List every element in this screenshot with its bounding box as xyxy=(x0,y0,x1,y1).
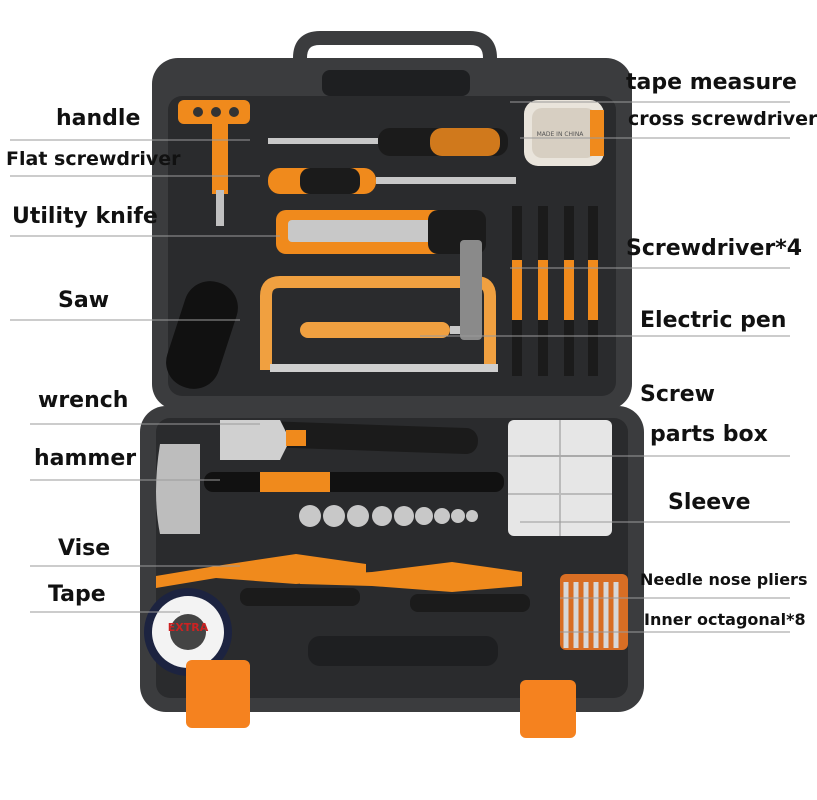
label-electric-pen: Electric pen xyxy=(640,308,787,333)
label-inner-octagonal8: Inner octagonal*8 xyxy=(644,610,806,629)
label-screw: Screw xyxy=(640,382,715,407)
label-needle-nose-pliers: Needle nose pliers xyxy=(640,570,808,589)
label-handle: handle xyxy=(56,106,141,131)
case-handle-slot-bottom xyxy=(308,636,498,666)
pliers-set xyxy=(156,554,530,612)
hacksaw-tool xyxy=(166,276,498,389)
label-wrench: wrench xyxy=(38,388,129,413)
label-parts-box: parts box xyxy=(650,422,768,447)
adjustable-wrench-tool xyxy=(220,420,478,460)
bit-holder xyxy=(460,240,482,340)
precision-screwdriver-set xyxy=(512,206,598,376)
label-cross-screwdriver: cross screwdriver xyxy=(628,108,817,130)
case-handle-slot xyxy=(322,70,470,96)
label-hammer: hammer xyxy=(34,446,137,471)
tape-brand-text: EXTRA xyxy=(168,621,209,634)
tape-measure-tool: MADE IN CHINA xyxy=(524,100,604,166)
label-tape-measure: tape measure xyxy=(626,70,797,95)
label-sleeve: Sleeve xyxy=(668,490,751,515)
label-screwdriver4: Screwdriver*4 xyxy=(626,236,803,261)
hammer-tool xyxy=(156,444,504,534)
socket-sleeve-set xyxy=(299,505,478,527)
flat-screwdriver-tool xyxy=(268,168,516,194)
case-latch-right[interactable] xyxy=(520,680,576,738)
label-saw: Saw xyxy=(58,288,110,313)
cross-screwdriver-tool xyxy=(268,128,508,156)
electrical-tape-roll: EXTRA xyxy=(144,588,232,676)
leader-lines xyxy=(10,101,790,633)
label-vise: Vise xyxy=(58,536,111,561)
tape-measure-marking: MADE IN CHINA xyxy=(537,131,585,138)
label-utility-knife: Utility knife xyxy=(12,204,158,229)
hex-key-set xyxy=(560,574,628,650)
utility-knife-tool xyxy=(276,210,486,254)
case-latch-left[interactable] xyxy=(186,660,250,728)
label-tape: Tape xyxy=(48,582,106,607)
screw-parts-box xyxy=(508,420,612,536)
t-handle-tool xyxy=(178,100,250,226)
label-flat-screwdriver: Flat screwdriver xyxy=(6,148,181,170)
toolkit-photo: MADE IN CHINA xyxy=(10,31,790,738)
